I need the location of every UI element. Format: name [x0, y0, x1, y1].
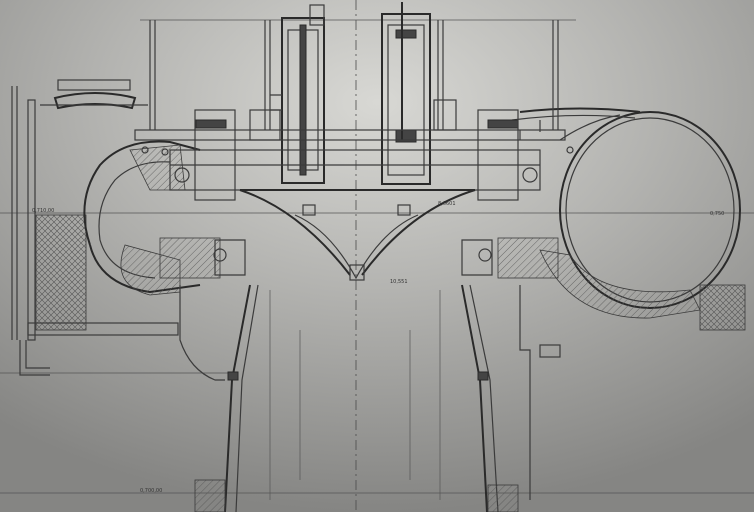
left-upper-column: [249, 4, 325, 184]
lbl-center-b: 10,551: [390, 279, 408, 285]
lbl-left-elev-top: 0,710,00: [32, 208, 54, 214]
draft-tube-left: [179, 284, 259, 512]
left-side-structure: [11, 86, 179, 376]
left-guide-vane: [141, 109, 246, 279]
lbl-left-elev-bottom: 0,700,00: [140, 488, 162, 494]
servo-rods: [149, 20, 559, 130]
right-spiral-casing: [511, 107, 746, 331]
runner-cone: [239, 189, 476, 281]
lbl-center-a: 8,6601: [438, 201, 456, 207]
draft-tube-right: [461, 284, 561, 512]
lower-shaft: [269, 290, 441, 500]
lbl-right-elev-mid: 0,750: [710, 211, 724, 217]
reference-lines: [0, 19, 754, 494]
central-frame: [134, 119, 566, 191]
top-left-bellmouth: [40, 79, 148, 110]
right-guide-vane: [461, 109, 574, 279]
